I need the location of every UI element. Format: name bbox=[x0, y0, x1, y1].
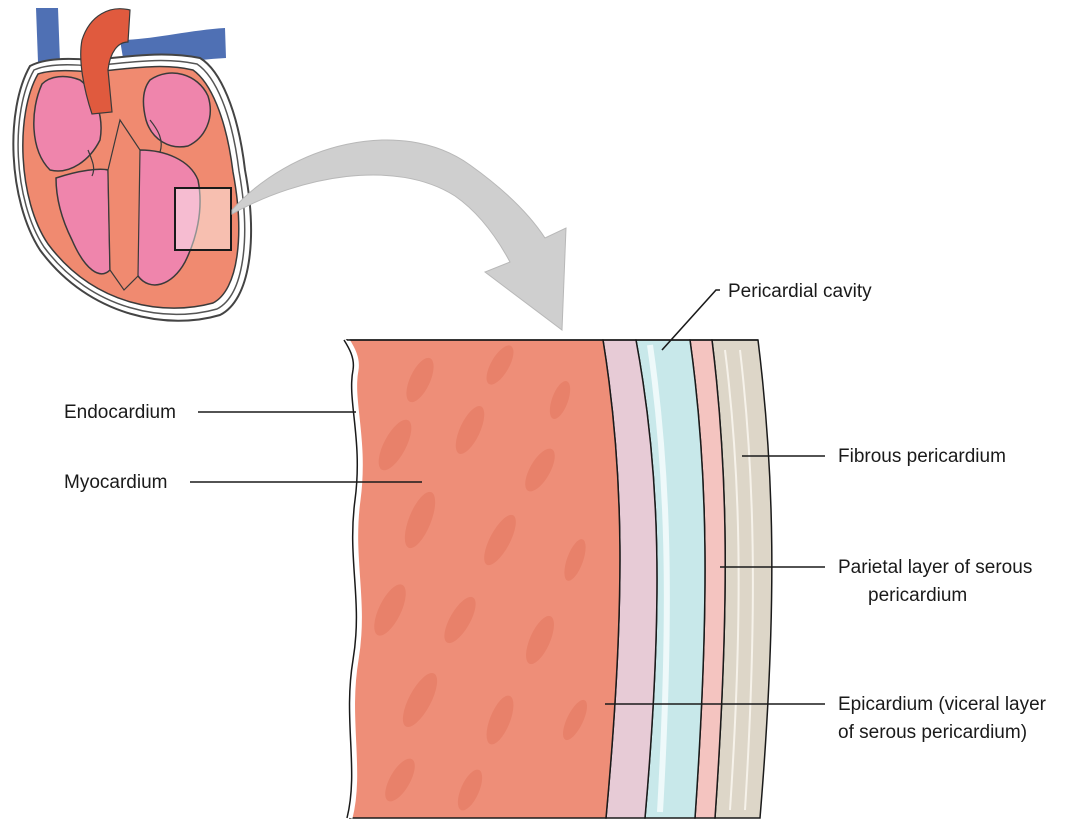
fiber bbox=[484, 514, 516, 566]
label-parietal-line1: Parietal layer of serous bbox=[838, 557, 1032, 578]
label-endocardium: Endocardium bbox=[64, 402, 176, 423]
fiber bbox=[444, 596, 476, 644]
right-ventricle bbox=[55, 168, 111, 275]
aorta bbox=[80, 8, 131, 115]
valve-right bbox=[87, 149, 95, 177]
fiber bbox=[404, 491, 436, 549]
fiber bbox=[378, 419, 412, 471]
wall-section bbox=[343, 338, 773, 819]
label-epicardium-line2: of serous pericardium) bbox=[838, 722, 1027, 743]
heart-illustration bbox=[12, 8, 253, 322]
left-atrium bbox=[142, 72, 212, 148]
valve-left bbox=[149, 119, 162, 153]
fiber bbox=[455, 406, 485, 454]
fiber bbox=[564, 539, 586, 581]
endocardium-edge bbox=[343, 339, 358, 819]
fiber bbox=[374, 584, 406, 636]
fibrous-texture-2 bbox=[739, 349, 754, 811]
fiber bbox=[525, 448, 555, 492]
leader-lines bbox=[190, 289, 825, 705]
magnified-region-box bbox=[174, 187, 232, 251]
label-myocardium: Myocardium bbox=[64, 472, 167, 493]
fiber bbox=[385, 758, 415, 802]
superior-vena-cava bbox=[36, 8, 60, 62]
fiber bbox=[549, 381, 571, 419]
label-fibrous-pericardium: Fibrous pericardium bbox=[838, 446, 1006, 467]
septum bbox=[107, 118, 141, 291]
fiber bbox=[486, 695, 514, 745]
right-atrium bbox=[33, 75, 102, 172]
leader-pericardial-cavity bbox=[661, 289, 720, 351]
fiber bbox=[562, 699, 588, 741]
fibrous-texture-1 bbox=[724, 349, 740, 811]
endocardium-layer bbox=[344, 338, 363, 819]
zoom-arrow bbox=[231, 139, 567, 331]
label-parietal-line2: pericardium bbox=[868, 585, 967, 606]
myocardium-fibers bbox=[374, 345, 588, 811]
fiber bbox=[406, 357, 434, 403]
label-epicardium-line1: Epicardium (viceral layer bbox=[838, 694, 1047, 715]
label-pericardial-cavity: Pericardial cavity bbox=[728, 281, 872, 302]
fiber bbox=[486, 345, 514, 385]
cavity-highlight bbox=[647, 344, 670, 813]
fiber bbox=[402, 673, 438, 727]
fiber bbox=[526, 615, 554, 665]
fiber bbox=[457, 769, 483, 811]
